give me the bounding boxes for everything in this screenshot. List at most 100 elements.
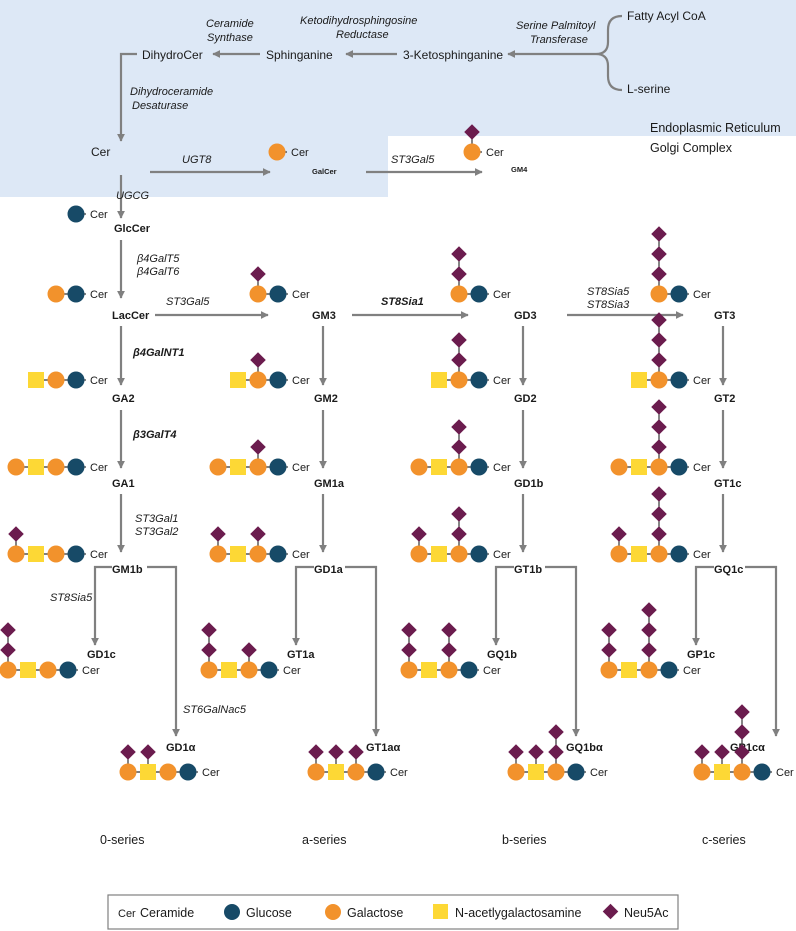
neu5ac-icon	[451, 352, 467, 368]
glucose-icon	[269, 545, 287, 563]
galnac-icon	[20, 662, 36, 678]
gt1alpha-label: GT1aα	[366, 742, 401, 754]
galnac-icon	[28, 546, 44, 562]
cer-text: Cer	[291, 147, 309, 159]
cer-text: Cer	[776, 767, 794, 779]
neu5ac-icon	[250, 439, 266, 455]
cer-text: Cer	[390, 767, 408, 779]
neu5ac-icon	[508, 744, 524, 760]
galactose-icon	[119, 763, 137, 781]
galactose-icon	[650, 285, 668, 303]
galactose-icon	[693, 763, 711, 781]
galnac-icon	[631, 372, 647, 388]
neu5ac-icon	[651, 332, 667, 348]
legend: Cer Ceramide Glucose Galactose N-acetlyg…	[107, 894, 679, 930]
gq1b-label: GQ1b	[487, 649, 517, 661]
glucose-icon	[67, 205, 85, 223]
neu5ac-icon	[651, 352, 667, 368]
cer-text: Cer	[483, 665, 501, 677]
neu5ac-icon	[601, 642, 617, 658]
neu5ac-icon	[548, 744, 564, 760]
galnac-icon	[528, 764, 544, 780]
galnac-icon	[431, 459, 447, 475]
cer-text: Cer	[693, 289, 711, 301]
galactose-icon	[249, 285, 267, 303]
neu5ac-icon	[201, 622, 217, 638]
galactose-icon	[47, 458, 65, 476]
neu5ac-icon	[441, 622, 457, 638]
cer-text: Cer	[493, 462, 511, 474]
galactose-icon	[0, 661, 17, 679]
neu5ac-icon	[734, 704, 750, 720]
neu5ac-icon	[734, 744, 750, 760]
gd1a-gt1aalpha-arrow	[345, 565, 380, 737]
gt1b-label: GT1b	[514, 564, 542, 576]
enzyme-kdsr-line2: Reductase	[336, 29, 389, 41]
ga2-label: GA2	[112, 393, 135, 405]
neu5ac-icon	[651, 506, 667, 522]
cer-text: Cer	[693, 375, 711, 387]
cer-text: Cer	[590, 767, 608, 779]
galactose-icon	[249, 371, 267, 389]
galnac-icon	[230, 459, 246, 475]
galnac-icon	[631, 546, 647, 562]
galactose-icon	[47, 285, 65, 303]
galnac-icon	[431, 372, 447, 388]
cer-text: Cer	[90, 462, 108, 474]
neu5ac-icon	[250, 352, 266, 368]
gm4-label: GM4	[511, 165, 528, 174]
sphinganine-label: Sphinganine	[266, 48, 333, 62]
enzyme-kdsr-line1: Ketodihydrosphingosine	[300, 15, 417, 27]
er-region	[0, 0, 796, 197]
legend-glucose-label: Glucose	[246, 906, 292, 920]
dihydrocer-label: DihydroCer	[142, 48, 203, 62]
neu5ac-icon	[651, 526, 667, 542]
gm1b-label: GM1b	[112, 564, 143, 576]
galactose-icon	[410, 545, 428, 563]
series-a-label: a-series	[302, 833, 346, 847]
series-c-label: c-series	[702, 833, 746, 847]
legend-neu5ac-label: Neu5Ac	[624, 906, 668, 920]
glucose-icon	[59, 661, 77, 679]
enzyme-spt-line2: Transferase	[530, 34, 588, 46]
neu5ac-icon	[651, 439, 667, 455]
neu5ac-icon	[451, 332, 467, 348]
gq1c-gp1c-arrow	[692, 565, 714, 646]
neu5ac-icon	[451, 506, 467, 522]
gt1b-gq1balpha-arrow	[545, 565, 580, 737]
gt3-label: GT3	[714, 310, 735, 322]
galactose-icon	[307, 763, 325, 781]
gm1b-gd1c-arrow	[91, 565, 112, 646]
galactose-icon	[650, 458, 668, 476]
cer-text: Cer	[693, 549, 711, 561]
galactose-icon	[47, 371, 65, 389]
glucose-icon	[670, 458, 688, 476]
galnac-icon	[631, 459, 647, 475]
galnac-icon	[421, 662, 437, 678]
glccer-label: GlcCer	[114, 223, 151, 235]
galactose-icon	[610, 545, 628, 563]
glucose-icon	[470, 458, 488, 476]
neu5ac-icon	[210, 526, 226, 542]
neu5ac-icon	[328, 744, 344, 760]
galactose-icon	[610, 458, 628, 476]
cer-text: Cer	[493, 375, 511, 387]
neu5ac-icon	[250, 526, 266, 542]
enzyme-st8sia5: ST8Sia5	[50, 592, 93, 604]
galnac-icon	[431, 546, 447, 562]
neu5ac-icon	[641, 642, 657, 658]
gp1c-label: GP1c	[687, 649, 715, 661]
legend-box	[107, 894, 679, 930]
neu5ac-icon	[694, 744, 710, 760]
glucose-icon	[367, 763, 385, 781]
gd3-label: GD3	[514, 310, 537, 322]
neu5ac-icon	[651, 226, 667, 242]
glucose-icon	[470, 545, 488, 563]
neu5ac-icon	[651, 399, 667, 415]
enzyme-ugcg: UGCG	[116, 190, 149, 202]
neu5ac-icon	[651, 266, 667, 282]
glucose-icon	[67, 458, 85, 476]
neu5ac-icon	[451, 266, 467, 282]
galcer-label: GalCer	[312, 167, 337, 176]
